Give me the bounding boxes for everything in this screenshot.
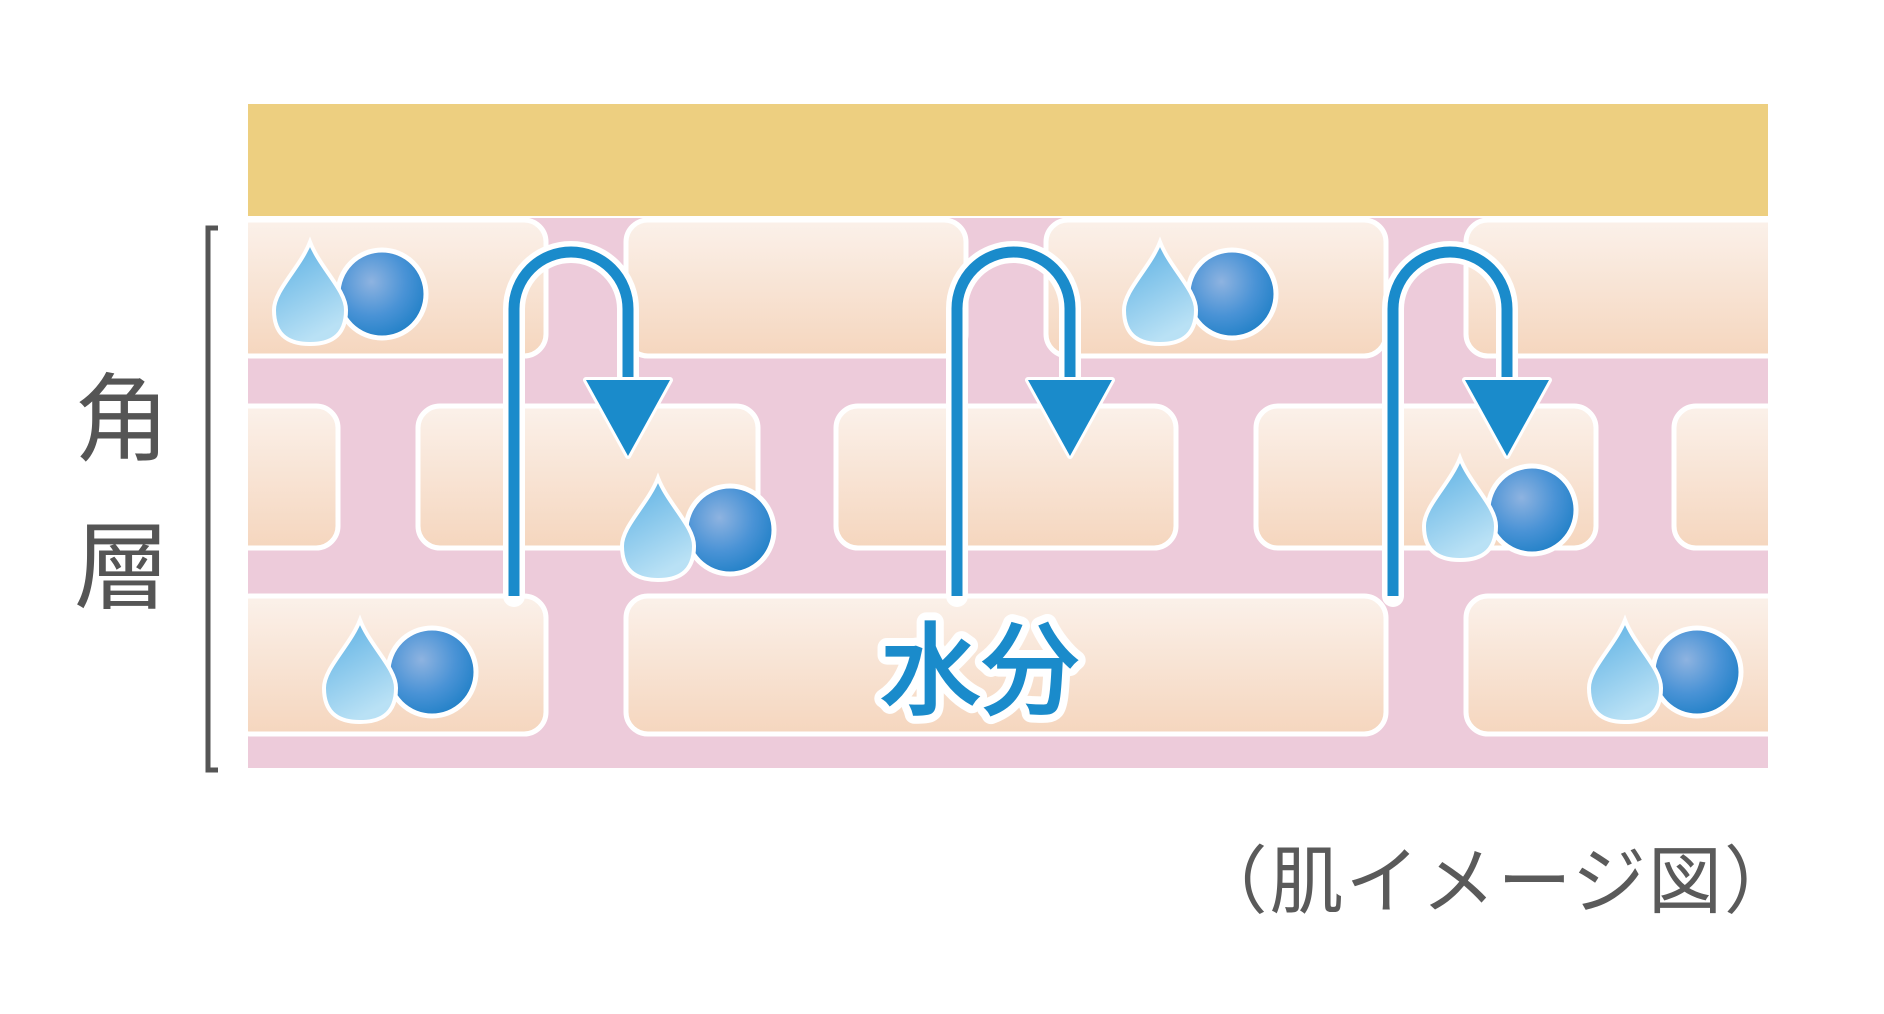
moisture-icons	[271, 236, 1744, 725]
water-droplet-icon	[321, 614, 399, 725]
stratum-corneum-label-char-1: 角	[74, 364, 170, 476]
water-droplet-icon	[619, 472, 697, 583]
moisture-pair	[321, 614, 479, 725]
moisture-pair	[1586, 614, 1744, 725]
water-droplet-icon	[1421, 452, 1499, 563]
moisture-sphere-icon	[1485, 463, 1579, 557]
moisture-label: 水分	[880, 613, 1080, 730]
cell	[623, 218, 969, 359]
moisture-pair	[1421, 452, 1579, 563]
cell	[248, 403, 341, 551]
curved-arrow-icon	[1382, 241, 1552, 607]
moisture-pair	[619, 472, 777, 583]
sebum-layer	[248, 104, 1768, 216]
moisture-arrows	[503, 241, 1552, 607]
cell	[623, 593, 1389, 737]
moisture-sphere-icon	[1185, 247, 1279, 341]
curved-arrow-icon	[946, 241, 1115, 607]
moisture-pair	[1121, 236, 1279, 347]
diagram-caption: （肌イメージ図）	[1193, 839, 1800, 925]
stratum-corneum-label-char-2: 層	[74, 512, 170, 624]
water-droplet-icon	[1586, 614, 1664, 725]
moisture-sphere-icon	[1650, 625, 1744, 719]
cell	[833, 403, 1179, 551]
curved-arrow-icon	[503, 241, 673, 607]
moisture-sphere-icon	[385, 625, 479, 719]
cell	[1463, 218, 1768, 359]
moisture-pair	[271, 236, 429, 347]
water-droplet-icon	[271, 236, 349, 347]
cell	[1671, 403, 1768, 551]
layer-bracket	[205, 225, 218, 773]
moisture-sphere-icon	[683, 483, 777, 577]
moisture-sphere-icon	[335, 247, 429, 341]
water-droplet-icon	[1121, 236, 1199, 347]
